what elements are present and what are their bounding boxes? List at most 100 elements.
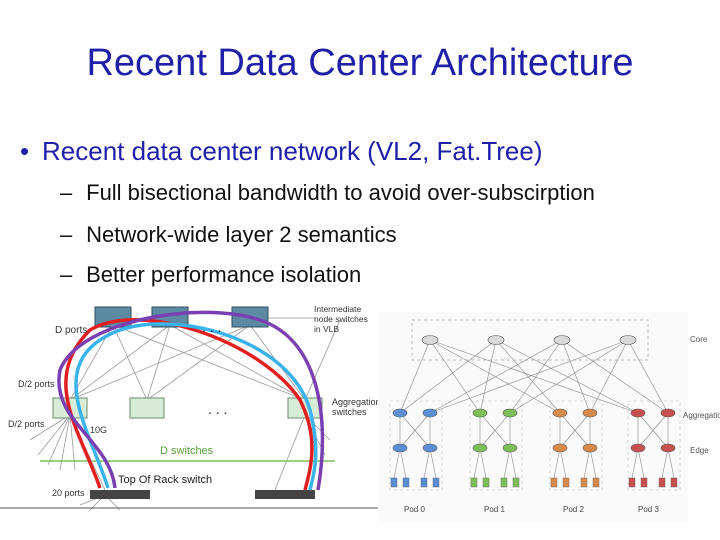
- fattree-link: [509, 339, 563, 414]
- fattree-link: [509, 447, 517, 479]
- aggregation-switch: [502, 408, 518, 418]
- sub-bullet-text: Full bisectional bandwidth to avoid over…: [86, 180, 595, 205]
- fattree-link: [627, 339, 669, 414]
- fattree-link: [429, 339, 629, 414]
- sub-bullet-3: – Better performance isolation: [60, 262, 361, 288]
- fattree-link: [667, 447, 675, 479]
- pod-box: [549, 400, 603, 491]
- fattree-links: [389, 339, 681, 491]
- fattree-link: [479, 447, 487, 479]
- fattree-link: [559, 412, 591, 449]
- host-server: [658, 477, 666, 488]
- tor-switch-2: [255, 490, 315, 499]
- label-d2-ports-left: D/2 ports: [8, 419, 45, 429]
- fattree-link: [503, 447, 511, 479]
- pod-label: Pod 1: [484, 505, 505, 514]
- aggregation-switch: [392, 408, 408, 418]
- label-aggregation-layer: Aggregation: [683, 411, 720, 420]
- host-server: [420, 477, 428, 488]
- host-server: [390, 477, 398, 488]
- pod-box: [627, 400, 681, 491]
- slide-title: Recent Data Center Architecture: [86, 42, 634, 84]
- host-server: [550, 477, 558, 488]
- edge-switch: [392, 443, 408, 453]
- host-server: [562, 477, 570, 488]
- fattree-link: [429, 339, 481, 414]
- fattree-switches: [390, 335, 678, 488]
- host-server: [670, 477, 678, 488]
- path-red: [64, 318, 314, 491]
- label-d-switches: D switches: [160, 445, 214, 457]
- fattree-link: [393, 447, 401, 479]
- fattree-link: [495, 339, 561, 414]
- pod-box: [469, 400, 523, 491]
- fattree-link: [479, 339, 497, 414]
- fattree-link: [423, 447, 431, 479]
- fattree-link: [561, 339, 669, 414]
- core-switch: [421, 335, 439, 345]
- fattree-link: [509, 339, 629, 414]
- host-server: [432, 477, 440, 488]
- edge-switch: [630, 443, 646, 453]
- label-10g: 10G: [90, 425, 107, 435]
- label-d2-ports-top: D/2 ports: [18, 379, 55, 389]
- fattree-link: [583, 447, 591, 479]
- fattree-link: [631, 447, 639, 479]
- fattree-link: [429, 339, 563, 414]
- aggregation-switch: [472, 408, 488, 418]
- sub-bullet-1: – Full bisectional bandwidth to avoid ov…: [60, 180, 595, 206]
- host-server: [580, 477, 588, 488]
- label-20-ports: 20 ports: [52, 488, 85, 498]
- aggregation-switch: [552, 408, 568, 418]
- fattree-link: [589, 447, 597, 479]
- core-switch: [619, 335, 637, 345]
- label-core: Core: [690, 335, 708, 344]
- aggregation-switch-2: [129, 397, 165, 419]
- label-tor: Top Of Rack switch: [118, 474, 212, 486]
- fattree-link: [637, 412, 669, 449]
- edge-switch: [502, 443, 518, 453]
- path-purple: [57, 310, 325, 491]
- label-d-ports: D ports: [55, 325, 87, 336]
- fattree-link: [429, 339, 639, 414]
- fattree-diagram: Core Aggregation Edge Pod 0 Pod 1 Pod 2 …: [378, 312, 720, 522]
- sub-bullet-text: Network-wide layer 2 semantics: [86, 222, 397, 247]
- sub-bullet-2: – Network-wide layer 2 semantics: [60, 222, 397, 248]
- host-server: [640, 477, 648, 488]
- fattree-link: [559, 447, 567, 479]
- dash-marker: –: [60, 180, 73, 205]
- host-server: [500, 477, 508, 488]
- fattree-link: [553, 447, 561, 479]
- fattree-link: [399, 339, 431, 414]
- edge-switch: [552, 443, 568, 453]
- fattree-link: [479, 412, 511, 449]
- dash-marker: –: [60, 262, 73, 287]
- host-server: [402, 477, 410, 488]
- fattree-link: [661, 447, 669, 479]
- fattree-link: [589, 339, 629, 414]
- aggregation-switch: [630, 408, 646, 418]
- fattree-link: [429, 339, 561, 414]
- pod-label: Pod 2: [563, 505, 584, 514]
- path-blue: [74, 322, 318, 491]
- label-ellipsis-mid: . . .: [208, 401, 227, 417]
- fattree-link: [399, 447, 407, 479]
- host-server: [482, 477, 490, 488]
- aggregation-switch: [660, 408, 676, 418]
- bullet-dot: •: [20, 136, 30, 166]
- label-ellipsis-top: . . .: [202, 319, 221, 335]
- host-server: [628, 477, 636, 488]
- host-server: [470, 477, 478, 488]
- host-server: [512, 477, 520, 488]
- main-bullet: • Recent data center network (VL2, Fat.Tr…: [20, 136, 543, 167]
- fattree-link: [495, 339, 639, 414]
- edge-switch: [422, 443, 438, 453]
- aggregation-switch: [582, 408, 598, 418]
- main-bullet-text: Recent data center network (VL2, Fat.Tre…: [42, 136, 543, 166]
- fattree-link: [399, 412, 431, 449]
- fattree-link: [399, 339, 497, 414]
- edge-switch: [472, 443, 488, 453]
